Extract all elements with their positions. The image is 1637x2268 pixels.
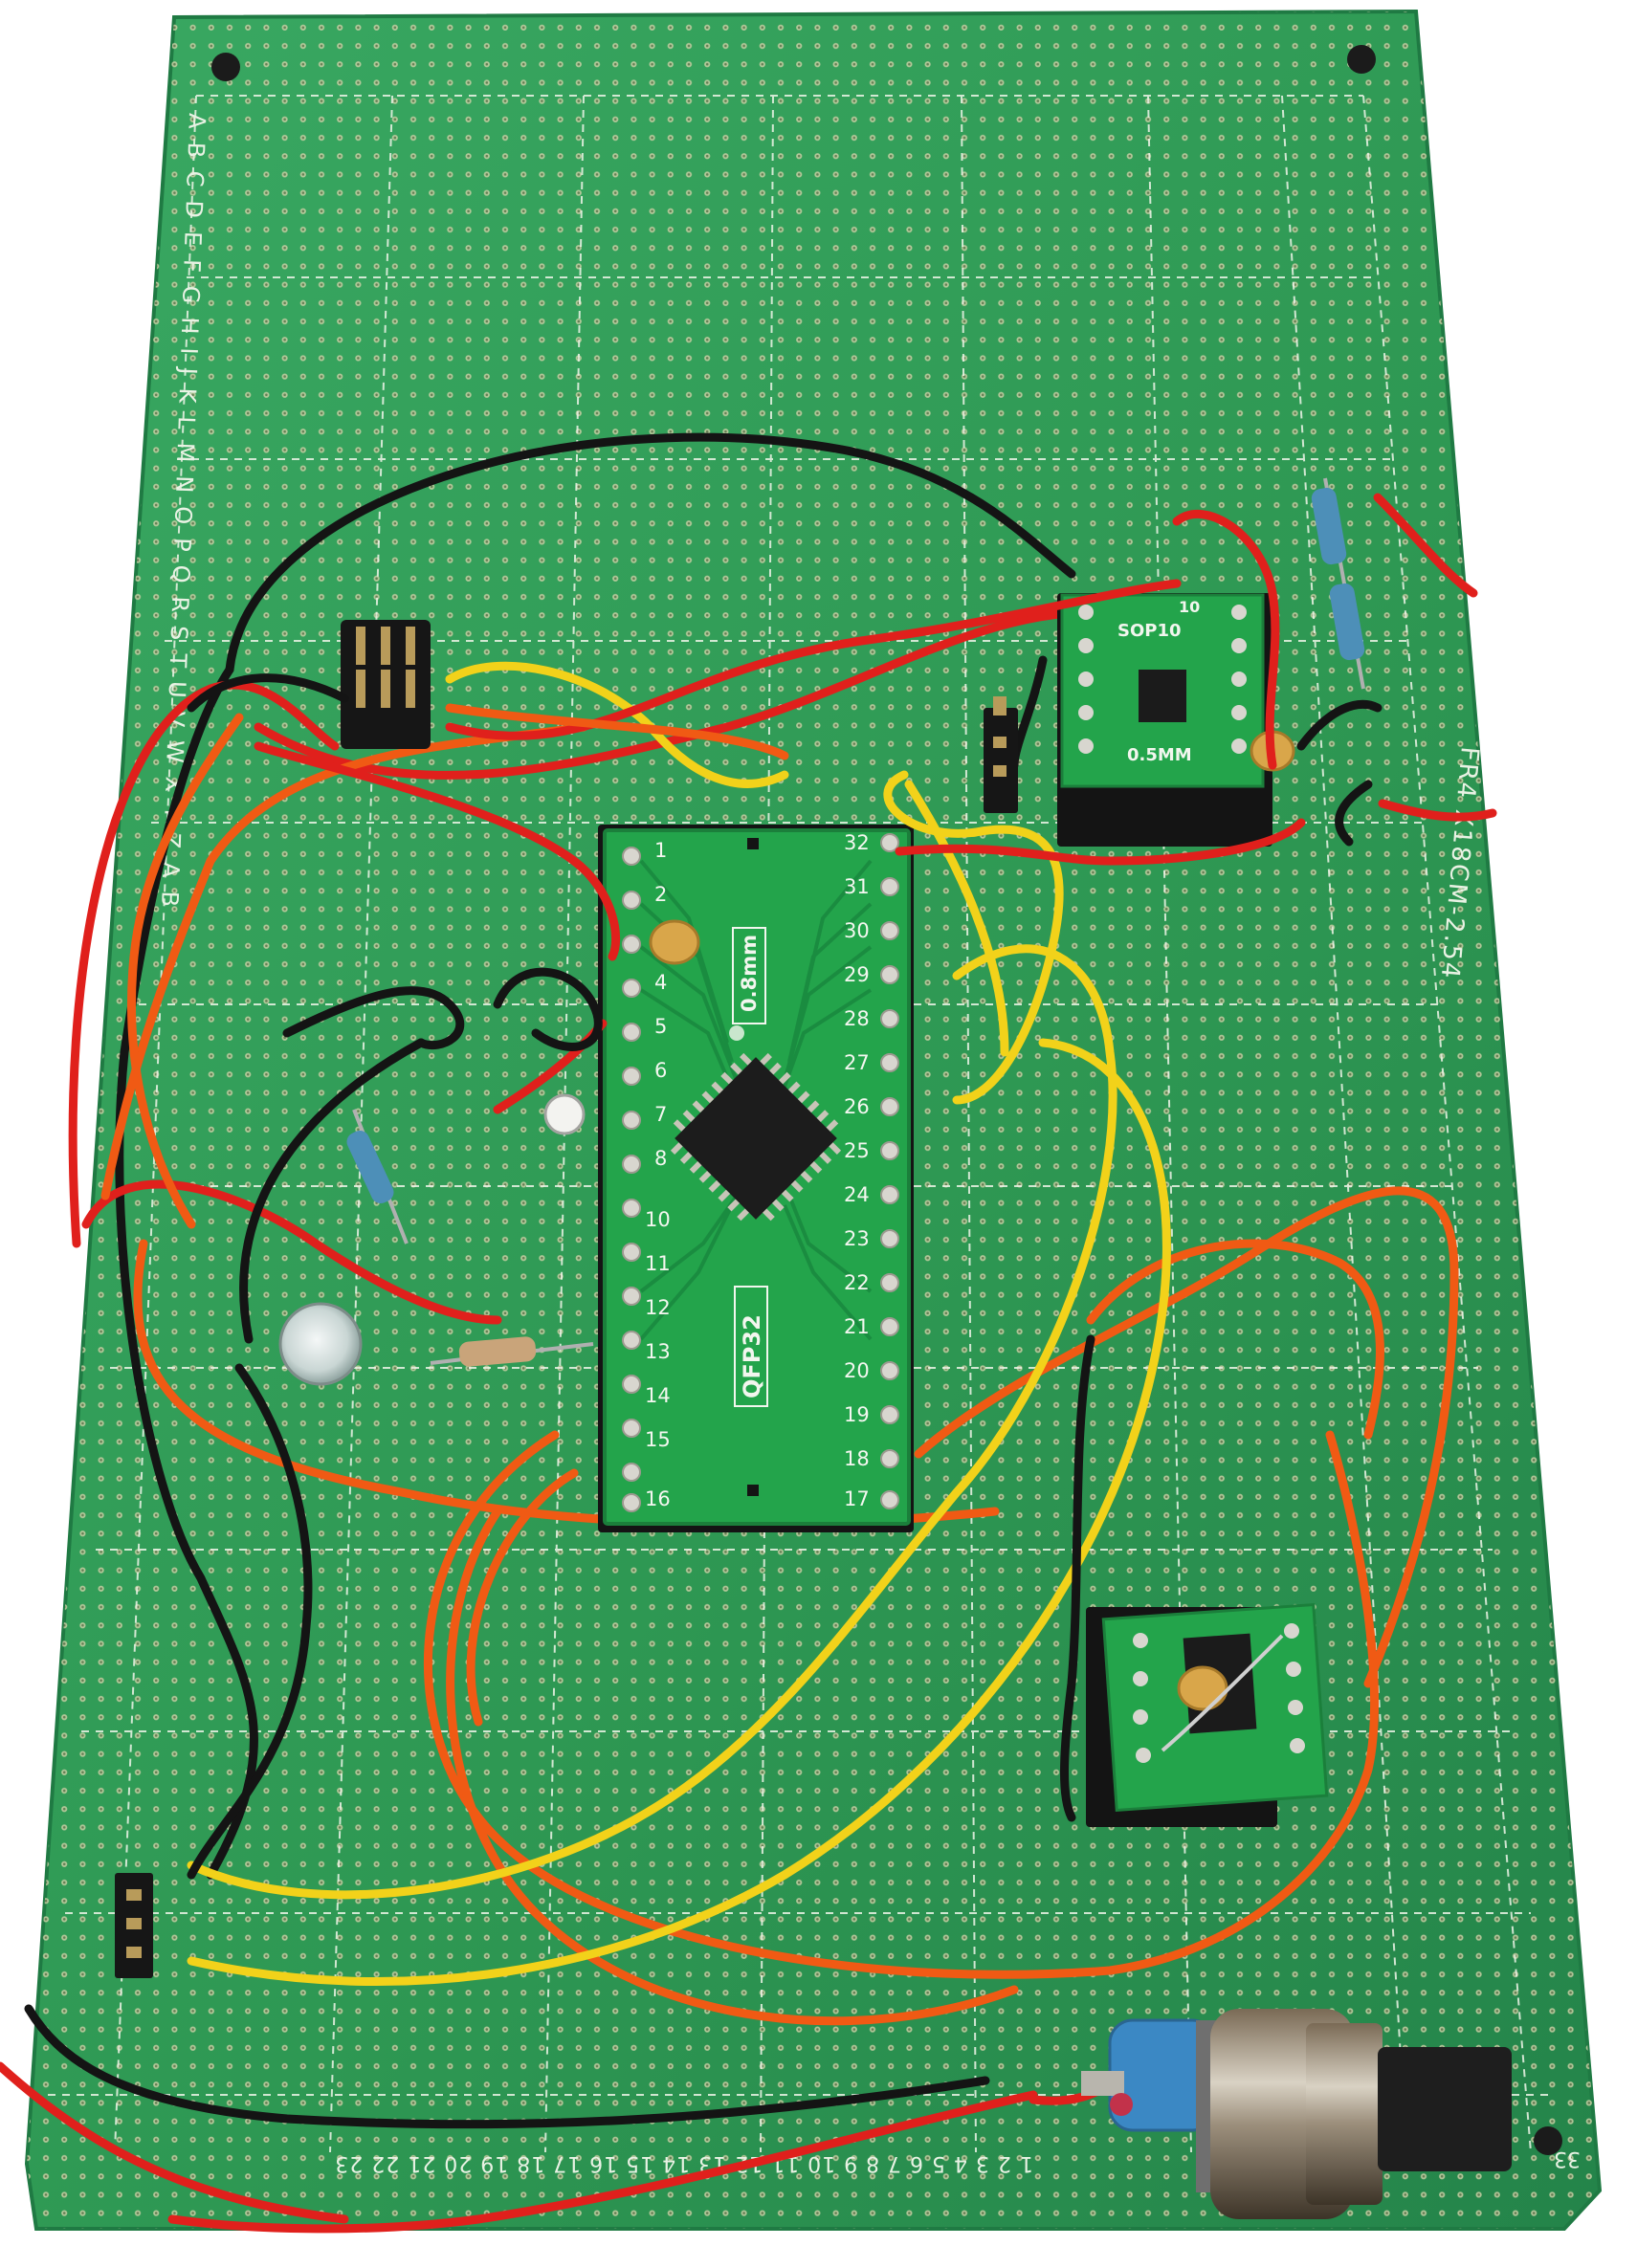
pin-right-20: 20 [844, 1359, 870, 1382]
adapter-pitch-label: 0.8mm [738, 935, 761, 1012]
resistor-left [346, 1109, 409, 1244]
wires-front [24, 509, 1383, 2129]
pin-left-5: 5 [654, 1015, 667, 1038]
wires-back [0, 432, 1497, 2234]
board-column-numbers: 1 2 3 4 5 6 7 8 9 10 11 12 13 14 15 16 1… [334, 2151, 1033, 2175]
pin-left-7: 7 [654, 1103, 667, 1126]
pin-right-25: 25 [844, 1139, 870, 1162]
soic-adapter-bottom [1086, 1602, 1329, 1827]
pin-right-19: 19 [844, 1403, 870, 1426]
pin-right-23: 23 [844, 1227, 870, 1250]
pin-left-6: 6 [654, 1059, 667, 1082]
pin-header-2x3 [341, 620, 431, 749]
pin-right-30: 30 [844, 919, 870, 942]
pin-header-vertical [984, 696, 1018, 813]
pin-left-16: 16 [645, 1487, 671, 1510]
pin-left-1: 1 [654, 839, 667, 862]
pin-left-4: 4 [654, 971, 667, 994]
photoresistor-led [278, 1093, 586, 1386]
pin-right-18: 18 [844, 1447, 870, 1470]
resistor-mid [430, 1336, 594, 1367]
board-corner-number: 33 [1554, 2147, 1581, 2170]
pin-right-17: 17 [844, 1487, 870, 1510]
pin-left-8: 8 [654, 1147, 667, 1170]
soic-adapter-top: SOP10 0.5MM 10 [1057, 593, 1295, 847]
pin-right-21: 21 [844, 1315, 870, 1338]
pin-right-27: 27 [844, 1051, 870, 1074]
adapter-package-label: QFP32 [739, 1314, 765, 1398]
pin-left-2: 2 [654, 883, 667, 906]
soic-bottom-label: 0.5MM [1127, 745, 1192, 765]
soic-corner-label: 10 [1179, 598, 1200, 616]
pin-left-14: 14 [645, 1384, 671, 1407]
pin-right-32: 32 [844, 831, 870, 854]
pin-left-10: 10 [645, 1208, 671, 1231]
pin-right-24: 24 [844, 1183, 870, 1206]
pin-left-15: 15 [645, 1428, 671, 1451]
pin-header-3 [115, 1873, 153, 1978]
qfp32-adapter-board: 1 2 3 4 5 6 7 8 10 11 12 13 14 15 16 32 … [598, 825, 914, 1532]
pin-right-22: 22 [844, 1271, 870, 1294]
push-button [1081, 2009, 1512, 2219]
pin-left-11: 11 [645, 1252, 671, 1275]
pin-right-31: 31 [844, 875, 870, 898]
soic-top-label: SOP10 [1117, 621, 1182, 641]
pin-left-12: 12 [645, 1296, 671, 1319]
pin-right-28: 28 [844, 1007, 870, 1030]
resistor-top-right [1311, 477, 1365, 690]
pin-right-26: 26 [844, 1095, 870, 1118]
pin-right-29: 29 [844, 963, 870, 986]
pin-left-13: 13 [645, 1340, 671, 1363]
